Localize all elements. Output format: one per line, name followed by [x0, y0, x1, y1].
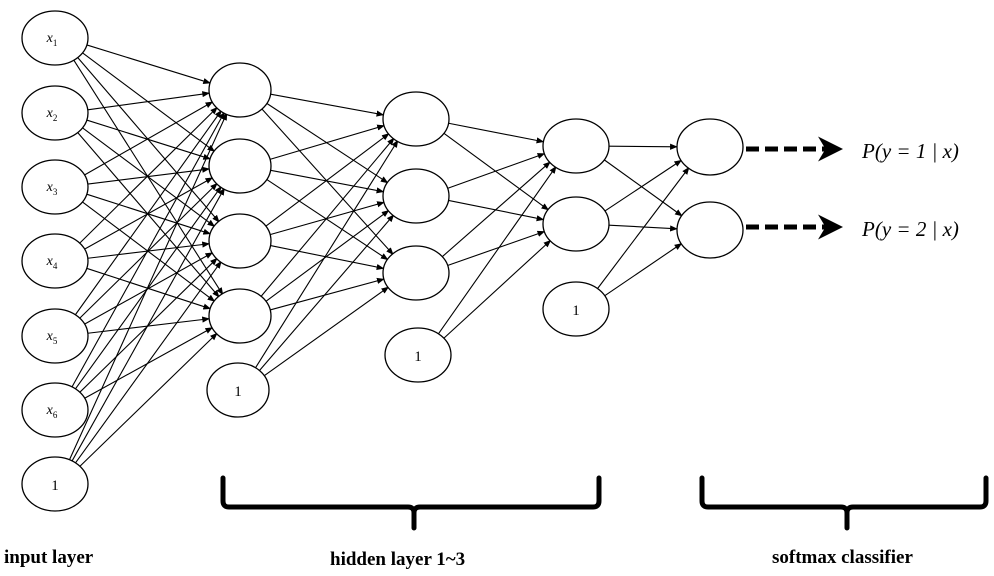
hidden1-node — [208, 288, 272, 344]
hidden-layer-label: hidden layer 1~3 — [330, 549, 465, 570]
connection-edge — [74, 185, 222, 390]
connection-edge — [608, 224, 678, 232]
connection-edge — [265, 209, 390, 302]
connection-edge — [437, 165, 557, 335]
connection-edge — [265, 133, 390, 227]
connection-edge — [270, 93, 385, 117]
hidden3-node — [542, 196, 610, 252]
bias-label: 1 — [572, 303, 580, 319]
connection-edge — [448, 122, 545, 144]
bias-label: 1 — [51, 478, 59, 494]
connection-edge — [83, 101, 214, 176]
input-variable-label: x2 — [46, 106, 58, 123]
connection-edge — [71, 187, 225, 463]
connections — [68, 44, 690, 468]
connection-edge — [270, 169, 385, 194]
connection-edge — [263, 286, 390, 377]
connection-edge — [74, 260, 222, 464]
connection-edge — [603, 159, 683, 217]
hidden1-node — [208, 62, 272, 118]
input-node — [21, 10, 89, 66]
input-node — [21, 308, 89, 364]
hidden-layer-brace — [220, 475, 602, 531]
hidden2-bias-node — [384, 327, 452, 383]
connection-edge — [604, 243, 683, 297]
hidden3-bias-node — [542, 281, 610, 337]
bias-label: 1 — [234, 384, 242, 400]
connection-edge — [596, 166, 690, 290]
input-variable-label: x3 — [46, 180, 58, 197]
connection-edge — [447, 230, 546, 267]
connection-edge — [78, 106, 218, 244]
connection-edge — [87, 166, 210, 185]
softmax-node — [676, 118, 744, 176]
connection-edge — [608, 143, 678, 150]
input-variable-label: x4 — [46, 254, 58, 271]
input-node — [21, 233, 89, 289]
connection-edge — [270, 245, 385, 271]
output-label-2: P(y = 2 | x) — [861, 217, 959, 241]
softmax-brace — [699, 475, 989, 531]
input-node — [21, 159, 89, 215]
hidden2-node — [382, 245, 450, 301]
connection-edge — [604, 159, 683, 212]
input-bias-node — [21, 456, 89, 512]
connection-edge — [443, 239, 552, 340]
output-label-1: P(y = 1 | x) — [861, 139, 959, 163]
connection-edge — [269, 124, 385, 160]
hidden1-node — [208, 138, 272, 194]
connection-edge — [87, 91, 210, 111]
input-variable-label: x5 — [46, 329, 58, 346]
connection-edge — [260, 137, 395, 298]
input-node — [21, 382, 89, 438]
input-node — [21, 85, 89, 141]
connection-edge — [269, 277, 385, 311]
connection-edge — [79, 332, 218, 468]
connection-edge — [258, 214, 395, 372]
hidden1-bias-node — [206, 362, 270, 418]
hidden2-node — [382, 168, 450, 224]
hidden1-node — [208, 213, 272, 269]
nodes: x1 x2 x3 x4 x5 x6 1 1 1 1 — [21, 10, 744, 512]
hidden3-node — [542, 118, 610, 174]
connection-edge — [68, 112, 228, 462]
softmax-node — [676, 201, 744, 259]
input-variable-label: x6 — [46, 403, 58, 420]
connection-edge — [86, 119, 211, 160]
connection-edge — [76, 131, 220, 298]
connection-edge — [266, 178, 389, 261]
connection-edge — [74, 109, 222, 316]
hidden2-node — [382, 91, 450, 147]
connection-edge — [441, 161, 551, 258]
connection-edge — [254, 139, 399, 369]
softmax-classifier-label: softmax classifier — [772, 547, 913, 568]
connection-edge — [78, 182, 218, 320]
input-layer-label: input layer — [4, 547, 94, 568]
bias-label: 1 — [414, 349, 422, 365]
input-variable-label: x1 — [46, 31, 58, 48]
connection-edge — [86, 44, 211, 84]
connection-edge — [447, 153, 546, 189]
connection-edge — [71, 111, 225, 389]
